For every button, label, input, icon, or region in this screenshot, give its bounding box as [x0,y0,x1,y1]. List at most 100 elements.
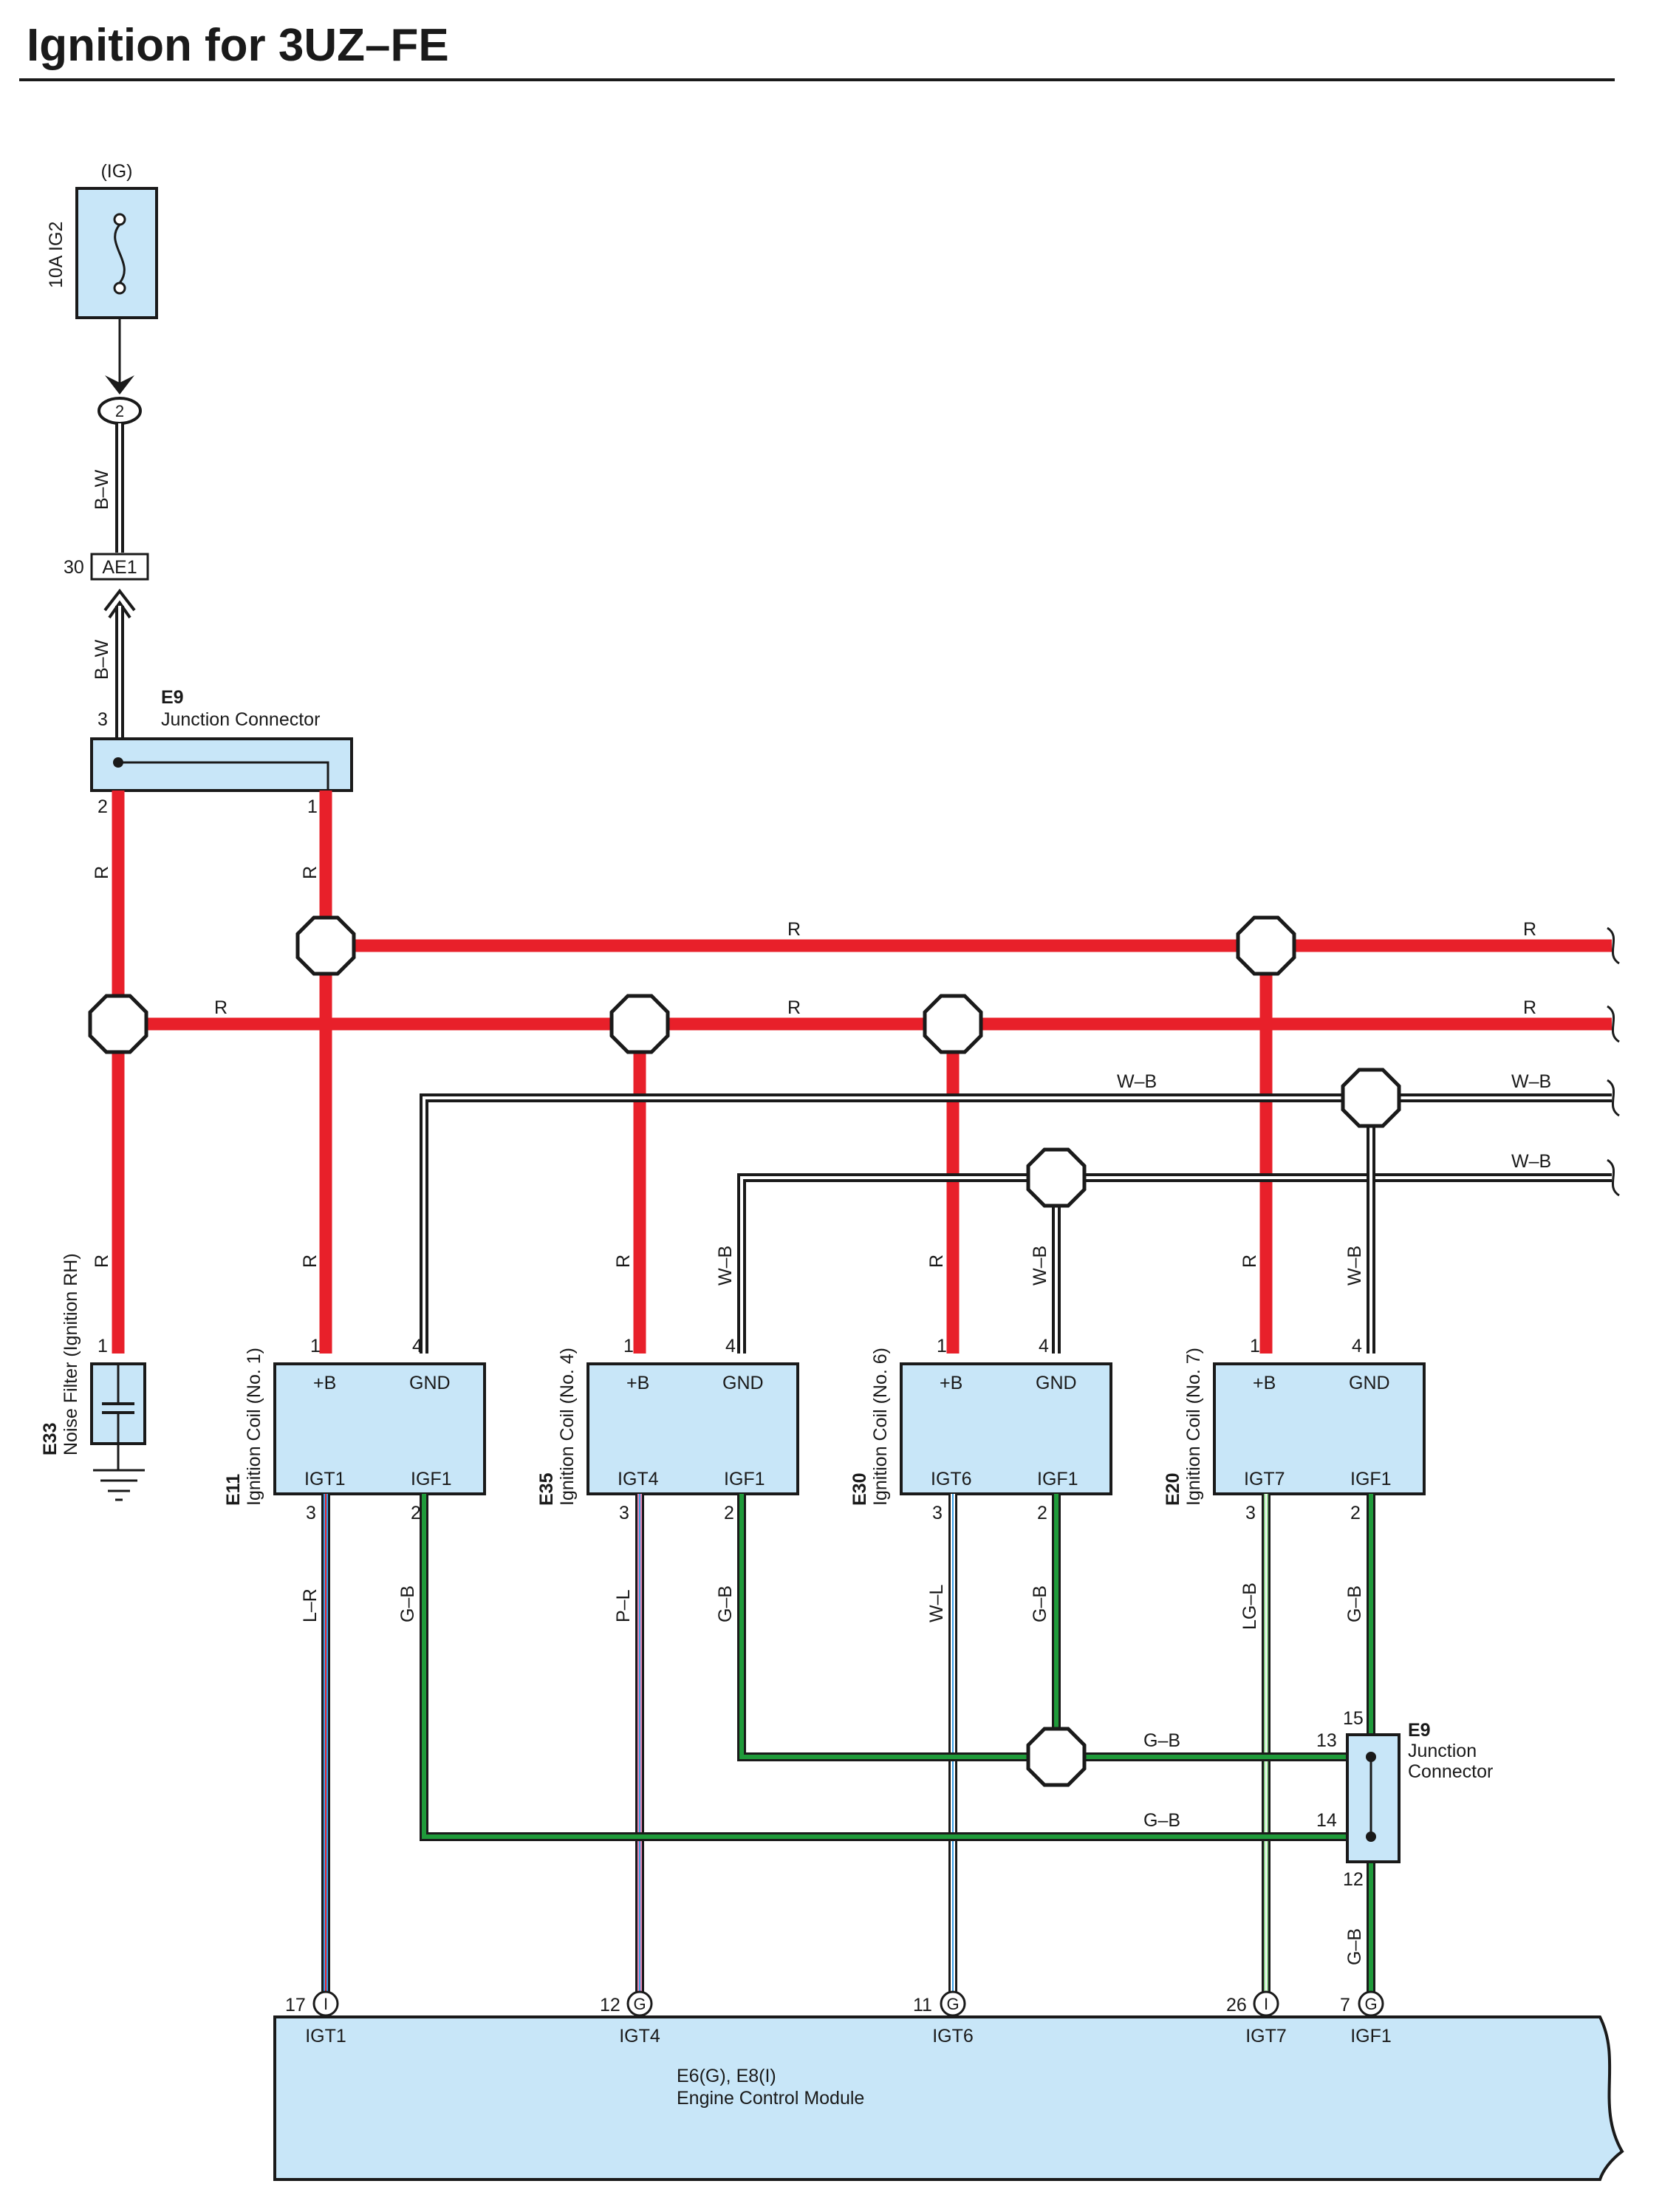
coil-igt-label: IGT4 [618,1469,659,1489]
wire-label-r-coil6: R [926,1255,947,1268]
noise-filter-code: E33 [40,1423,61,1455]
coil-box [273,1362,486,1495]
ecm-terminal-label: IGT1 [305,2026,346,2047]
coil-name: Ignition Coil (No. 6) [870,1348,891,1506]
igf-signal-wiring [420,1494,1375,1992]
wire-label-wb-1-right: W–B [1511,1071,1551,1092]
coil-b-pin: 1 [623,1336,634,1356]
coil-gnd-pin: 4 [725,1336,736,1356]
wire-label-r-coil4: R [613,1255,634,1268]
ecm-code: E6(G), E8(I) [677,2066,776,2086]
igt-signal-wiring [321,1494,1271,1992]
ignition-coil-no1: 1 4 +B GND IGT1 IGF1 3 2 E11 Ignition Co… [223,1336,486,1523]
coil-igf-label: IGF1 [1350,1469,1392,1489]
ecm-name: Engine Control Module [677,2088,864,2109]
coil-b-label: +B [940,1373,962,1393]
connector-chevron-icon [103,588,136,619]
coil-code: E30 [849,1473,870,1506]
e9-top-box [90,737,353,792]
wire-label-r-e9-1: R [300,866,321,879]
e9-top-internal-link [118,761,329,791]
fuse-connector-arrow-icon [105,375,134,395]
coil-code: E20 [1163,1473,1183,1506]
e9-top-pin-left: 2 [98,796,108,817]
e9-bottom-name-line1: Junction [1408,1741,1477,1761]
e9-bottom-pin: 12 [1343,1869,1364,1890]
coil-igf-pin: 2 [1037,1503,1047,1523]
coil-code: E11 [223,1474,244,1506]
splice-point [1343,1070,1399,1126]
noise-filter-e33: 1 E33 Noise Filter (Ignition RH) [40,1253,146,1501]
coil-igf-label: IGF1 [1037,1469,1078,1489]
coil-gnd-label: GND [1036,1373,1077,1393]
fuse-pin-number: 2 [115,402,124,420]
e9-junction-connector-bottom: 15 13 14 12 E9 Junction Connector [1316,1708,1493,1890]
ecm-terminal-igt4: G 12 IGT4 [600,1990,660,2047]
coil-code: E35 [536,1472,557,1506]
coil-gnd-label: GND [409,1373,451,1393]
wire-label-wb-coil6: W–B [1030,1246,1050,1286]
wire-label-bus-lower-left: R [214,997,228,1018]
coil-igt-label: IGT1 [304,1469,346,1489]
e9-top-code: E9 [161,687,184,708]
wire-label-bus-lower-right: R [1523,997,1536,1018]
wire-label-r-coil7: R [1239,1255,1260,1268]
e9-top-pin-in: 3 [98,709,108,730]
fuse-supply-label: (IG) [100,161,132,182]
e9-top-pin-right: 1 [307,796,318,817]
ecm-terminal-pin: 17 [285,1995,306,2015]
ecm-terminal-igf1: G 7 IGF1 [1340,1990,1392,2047]
coil-gnd-pin: 4 [1039,1336,1049,1356]
ecm-terminal-pin: 7 [1340,1995,1350,2015]
wire-label-igf1-coil1: G–B [397,1585,418,1622]
wire-label-bus-lower-mid: R [787,997,801,1018]
ecm-terminal-pin: 26 [1226,1995,1247,2015]
ignition-coil-no4: 1 4 +B GND IGT4 IGF1 3 2 E35 Ignition Co… [536,1336,799,1523]
wire-label-gb-13: G–B [1143,1730,1180,1751]
coil-igt-label: IGT6 [931,1469,972,1489]
fuse-10a-ig2: (IG) 10A IG2 [46,161,158,319]
wire-label-wb-1-mid: W–B [1117,1071,1157,1092]
coil-igt-pin: 3 [932,1503,943,1523]
wire-label-igf1-coil7: G–B [1344,1585,1365,1622]
coil-igt-pin: 3 [619,1503,629,1523]
wire-label-igt4: P–L [613,1589,634,1622]
wire-label-igt6: W–L [926,1585,947,1623]
e9-top-splice-dot [113,757,123,768]
coil-b-pin: 1 [310,1336,321,1356]
connector-ae1 [90,553,149,581]
splice-point [1028,1729,1084,1785]
coil-igf-pin: 2 [724,1503,734,1523]
coil-b-label: +B [1253,1373,1276,1393]
wire-label-bw-mid: B–W [92,639,112,680]
ground-icon [93,1469,145,1501]
ecm-terminal-conn: G [633,1995,646,2013]
e9-top-name: Junction Connector [161,709,320,730]
wire-label-igt1: L–R [300,1588,321,1622]
fuse-box [75,187,158,319]
coil-igf-pin: 2 [411,1503,421,1523]
ecm-terminal-igt1: I 17 IGT1 [285,1990,346,2047]
wire-label-r-noise: R [92,1255,112,1268]
connector-ae1-name: AE1 [102,557,137,578]
wb-ground-wiring [420,1093,1612,1354]
coil-box [587,1362,799,1495]
coil-b-label: +B [313,1373,336,1393]
connector-ae1-pin: 30 [64,557,84,578]
ecm-terminal-conn: G [946,1995,959,2013]
wire-label-wb-2-right: W–B [1511,1151,1551,1172]
coil-b-label: +B [626,1373,649,1393]
coil-igt-label: IGT7 [1244,1469,1285,1489]
wire-label-wb-coil4: W–B [715,1246,736,1286]
wire-label-gb-14: G–B [1143,1810,1180,1831]
coil-b-pin: 1 [937,1336,947,1356]
ecm-terminal-label: IGF1 [1350,2026,1392,2047]
splice-point [925,996,981,1052]
coil-gnd-pin: 4 [1352,1336,1362,1356]
e9-junction-connector-top: E9 Junction Connector 3 2 1 [90,687,353,817]
ecm-terminal-conn: I [1264,1995,1268,2013]
ecm-terminal-igt7: I 26 IGT7 [1226,1990,1287,2047]
splice-point [298,918,354,974]
noise-filter-name: Noise Filter (Ignition RH) [61,1253,81,1455]
